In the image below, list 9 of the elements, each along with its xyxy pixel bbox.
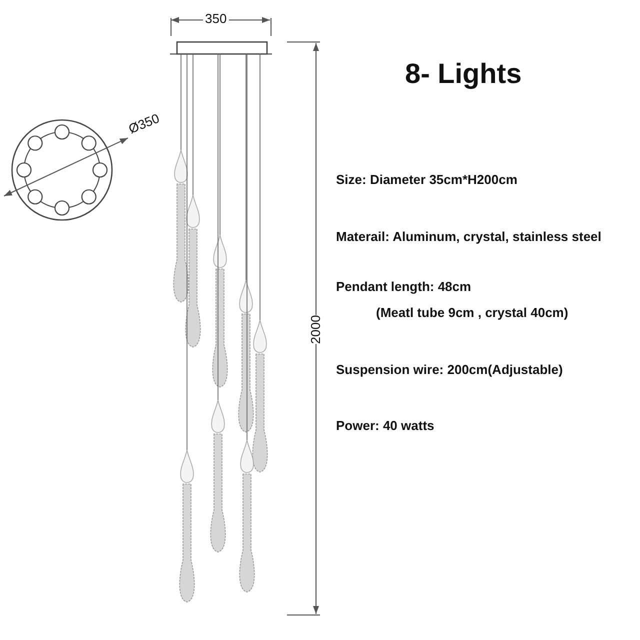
spec-text: (Meatl tube 9cm , crystal 40cm) [376, 305, 568, 320]
spec-text: Suspension wire: 200cm(Adjustable) [336, 362, 563, 377]
dimension-label: 350 [203, 11, 229, 26]
spec-text: Power: 40 watts [336, 418, 434, 433]
spec-text: Pendant length: 48cm [336, 279, 472, 294]
title: 8- Lights [405, 58, 522, 90]
dimension-label: 2000 [308, 315, 323, 344]
spec-text: Size: Diameter 35cm*H200cm [336, 172, 518, 187]
spec-text: Materail: Aluminum, crystal, stainless steel [336, 229, 602, 244]
